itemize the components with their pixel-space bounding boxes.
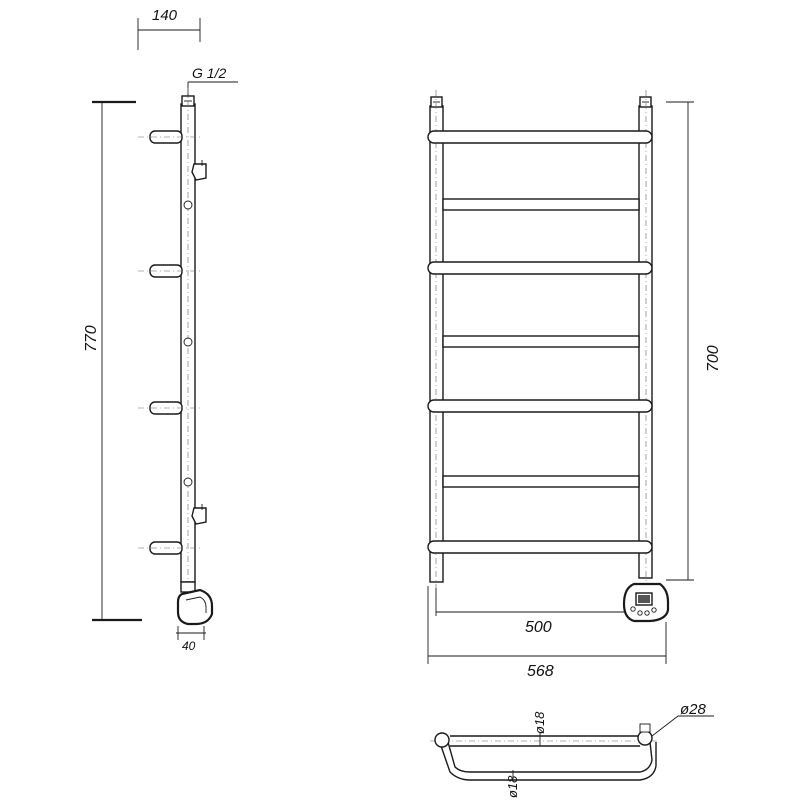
front-thin-rungs: [442, 198, 640, 488]
dim-tube-bottom-label: ø18: [505, 775, 520, 798]
dim-500: 500: [435, 588, 624, 636]
side-rungs: [138, 130, 200, 555]
dim-770-label: 770: [83, 325, 100, 352]
dim-770: 770: [83, 100, 142, 622]
dim-140: 140: [137, 7, 201, 50]
side-lugs: [191, 160, 207, 525]
dim-40-label: 40: [182, 639, 196, 653]
dim-riser-dia-label: ø28: [680, 701, 707, 718]
thread-callout: G 1/2: [187, 65, 238, 98]
front-view: 700 500 568: [427, 90, 722, 680]
dim-700: 700: [666, 101, 722, 581]
heater-controller: [622, 582, 670, 623]
dim-140-label: 140: [152, 7, 178, 24]
dim-500-label: 500: [525, 619, 552, 636]
side-heater: [176, 581, 214, 626]
dim-700-label: 700: [705, 345, 722, 372]
top-view: ø18 ø18 ø28: [430, 701, 714, 798]
dim-40: 40: [176, 626, 206, 653]
dim-tube-top-label: ø18: [532, 711, 547, 734]
dim-568-label: 568: [527, 663, 554, 680]
side-view: 140 G 1/2 770: [83, 7, 238, 653]
thread-label: G 1/2: [192, 65, 226, 81]
dim-568: 568: [427, 586, 667, 680]
front-thick-rungs: [427, 130, 653, 554]
